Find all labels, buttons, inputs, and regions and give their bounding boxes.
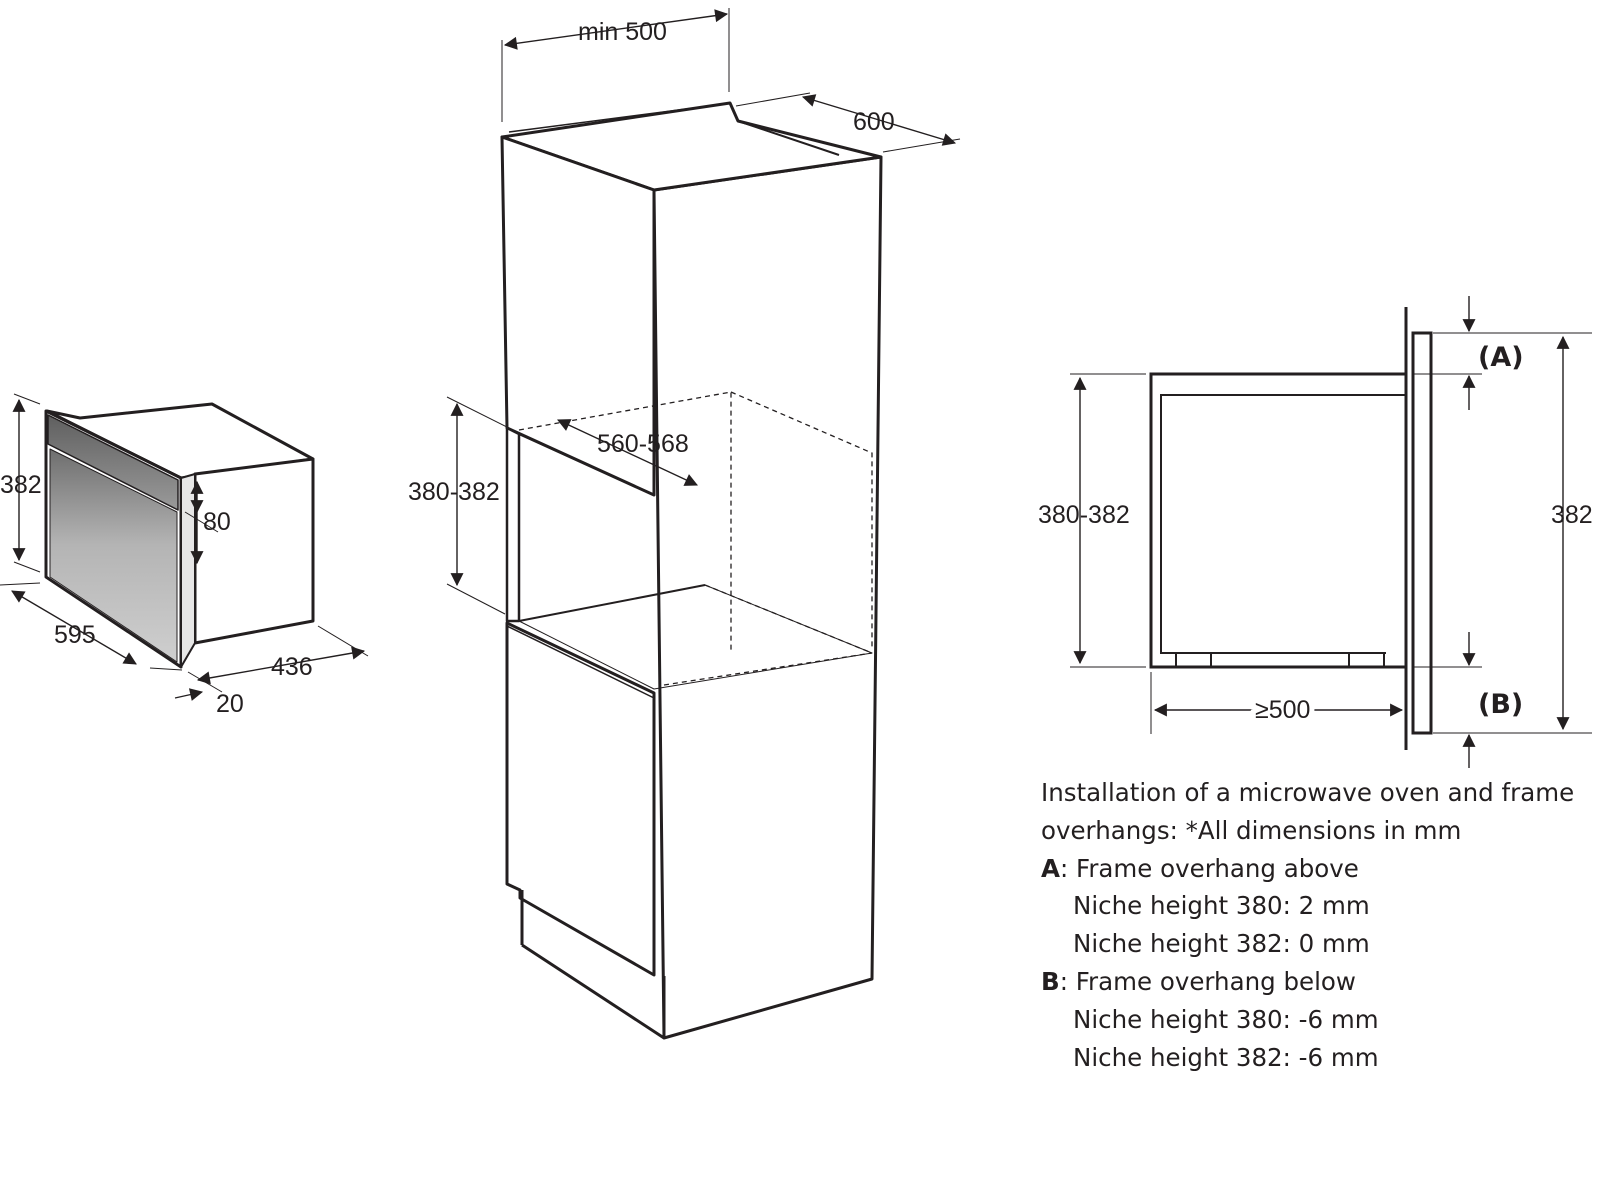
section-min-depth-label: ≥500 xyxy=(1255,696,1310,724)
notes-a-heading: A: Frame overhang above xyxy=(1041,850,1596,888)
niche-height-ext-top xyxy=(446,396,510,429)
niche-left-wall xyxy=(505,426,521,623)
notes-a-key: A xyxy=(1041,853,1060,883)
notes-a-text: : Frame overhang above xyxy=(1059,853,1359,883)
cabinet-back-rim xyxy=(508,103,726,133)
notes-b-key: B xyxy=(1041,966,1060,996)
notes-b-line1: Niche height 380: -6 mm xyxy=(1073,1004,1379,1034)
notes-a-line1: Niche height 380: 2 mm xyxy=(1073,891,1370,921)
niche-height-label: 380-382 xyxy=(408,478,500,506)
cabinet-lower-door xyxy=(505,621,656,977)
cabinet-side-panel xyxy=(652,155,883,1040)
oven-width-ext-right xyxy=(149,667,183,671)
cabinet-rear-edge xyxy=(737,120,840,156)
oven-thick-line xyxy=(174,688,204,701)
section-body-inner xyxy=(1160,394,1406,654)
oven-width-line xyxy=(11,590,137,665)
niche-depth-label: 560-568 xyxy=(597,430,689,458)
oven-view xyxy=(0,393,369,701)
oven-height-ext-top xyxy=(13,393,41,405)
oven-height-label: 382 xyxy=(0,471,42,499)
cab-depth-line xyxy=(801,94,957,146)
oven-depth-ext-right xyxy=(317,625,369,657)
installation-notes: Installation of a microwave oven and fra… xyxy=(1041,774,1596,1076)
cab-depth-ext xyxy=(735,92,811,107)
oven-depth-line xyxy=(196,646,366,685)
notes-intro-line2: overhangs: *All dimensions in mm xyxy=(1041,815,1462,845)
notes-b-heading: B: Frame overhang below xyxy=(1041,963,1596,1001)
cab-width-line xyxy=(503,9,729,50)
niche-rear-outline xyxy=(518,391,732,650)
oven-body-side xyxy=(193,457,315,645)
section-front-frame xyxy=(1411,331,1433,735)
section-frame-height-label: 382 xyxy=(1551,501,1593,529)
oven-panel-ext xyxy=(184,511,219,533)
notes-intro-line1: Installation of a microwave oven and fra… xyxy=(1041,778,1575,807)
oven-thick-ext xyxy=(187,671,223,693)
cabinet-depth-label: 600 xyxy=(853,108,895,136)
niche-depth-line xyxy=(557,419,698,486)
oven-glass-door xyxy=(49,448,178,663)
niche-height-ext-bottom xyxy=(446,583,506,615)
section-body-outer xyxy=(1149,372,1406,669)
section-foot-left xyxy=(1175,652,1212,668)
oven-control-panel xyxy=(47,414,179,511)
oven-front-edge xyxy=(180,473,196,668)
oven-width-ext-left xyxy=(0,582,41,586)
oven-height-ext-bottom xyxy=(13,561,41,573)
niche-back-right xyxy=(730,391,873,650)
niche-shelf-front xyxy=(518,584,706,622)
notes-a-line2: Niche height 382: 0 mm xyxy=(1073,929,1370,959)
section-label-b: (B) xyxy=(1478,689,1523,720)
notes-b-line2: Niche height 382: -6 mm xyxy=(1073,1042,1379,1072)
cabinet-min-width-label: min 500 xyxy=(578,18,667,46)
section-view xyxy=(1070,296,1592,768)
oven-width-label: 595 xyxy=(54,621,96,649)
section-label-a: (A) xyxy=(1478,342,1524,373)
oven-panel-label: 80 xyxy=(203,508,231,536)
cabinet-view xyxy=(446,8,961,1040)
plinth-bottom xyxy=(521,943,665,1040)
oven-depth-label: 436 xyxy=(271,653,313,681)
notes-b-text: : Frame overhang below xyxy=(1059,966,1356,996)
section-niche-height-label: 380-382 xyxy=(1038,501,1130,529)
lower-door-edge xyxy=(506,625,655,699)
section-foot-right xyxy=(1348,652,1385,668)
oven-thickness-label: 20 xyxy=(216,690,244,718)
